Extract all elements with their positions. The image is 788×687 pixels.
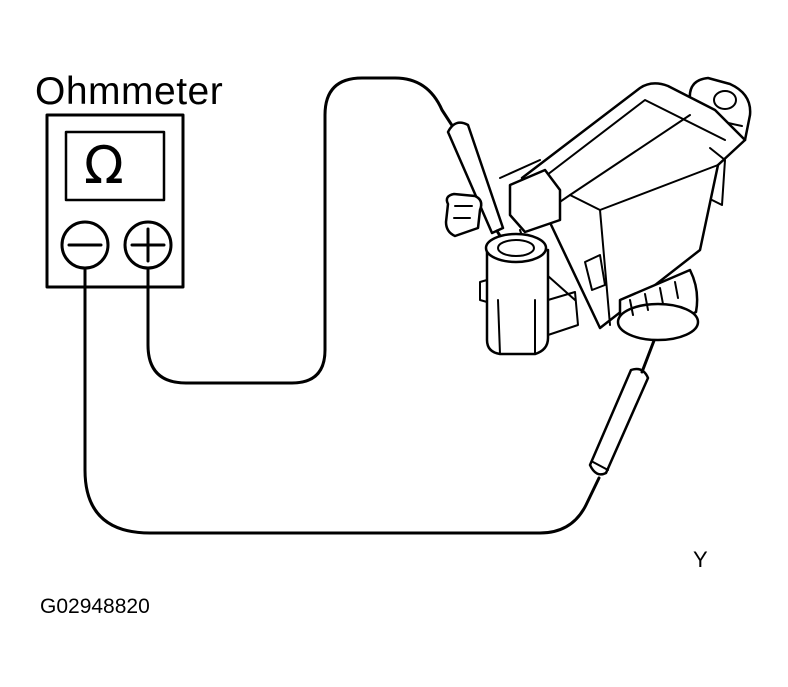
ohmmeter-display (64, 130, 166, 202)
ohmmeter-case (45, 113, 185, 289)
plus-terminal-icon (123, 220, 173, 270)
figure-code: G02948820 (40, 595, 150, 618)
ohm-symbol: Ω (84, 136, 124, 196)
diagram-title: Ohmmeter (35, 70, 224, 113)
ignition-coil (444, 76, 752, 356)
view-marker: Y (693, 547, 708, 572)
minus-terminal-icon (60, 220, 110, 270)
negative-test-lead (83, 266, 601, 535)
positive-test-lead (146, 76, 457, 385)
negative-probe (588, 336, 657, 476)
